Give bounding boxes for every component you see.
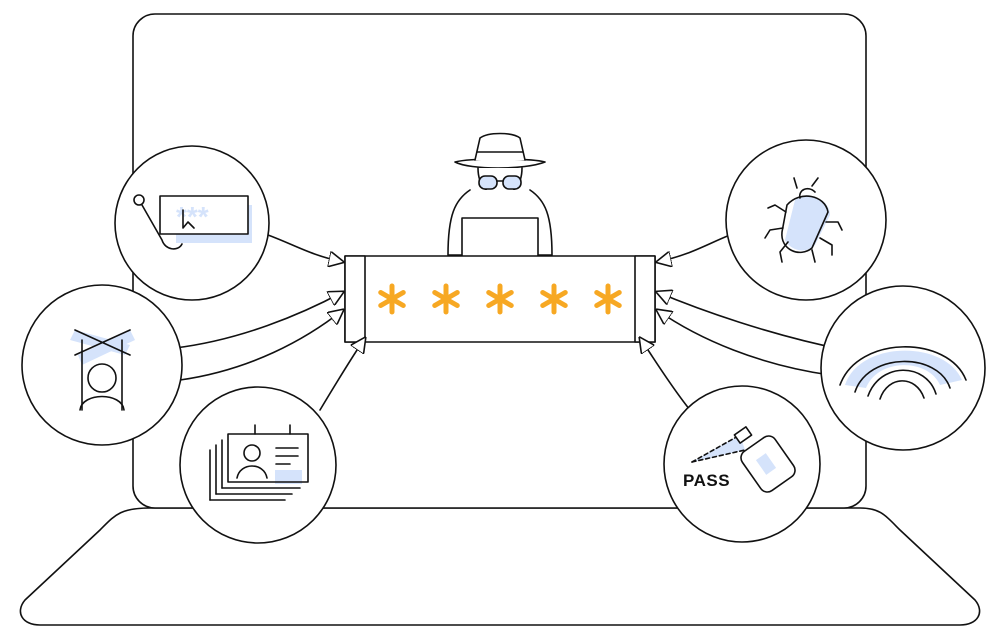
malware-bug-icon bbox=[764, 177, 843, 263]
password-asterisk bbox=[540, 283, 568, 315]
password-asterisk bbox=[486, 283, 514, 315]
password-spray-icon: PASS bbox=[683, 426, 796, 493]
blocked-user-icon bbox=[70, 329, 135, 411]
password-asterisk bbox=[432, 283, 460, 315]
password-asterisks bbox=[378, 283, 622, 315]
password-asterisk bbox=[378, 283, 406, 315]
phishing-hook-icon: *** bbox=[133, 194, 252, 250]
spray-label: PASS bbox=[683, 471, 730, 490]
wifi-signal-icon bbox=[839, 346, 967, 400]
password-field[interactable] bbox=[344, 255, 656, 343]
wifi-bubble bbox=[820, 285, 986, 451]
spray-bubble: PASS bbox=[663, 385, 821, 543]
identity-bubble bbox=[179, 386, 337, 544]
password-asterisk bbox=[594, 283, 622, 315]
phishing-bubble: *** bbox=[114, 145, 270, 301]
laptop-base bbox=[19, 507, 981, 626]
identity-cards-icon bbox=[209, 424, 309, 501]
blocked-user-bubble bbox=[21, 284, 183, 446]
connector-arrows bbox=[174, 234, 846, 411]
malware-bubble bbox=[725, 139, 887, 301]
hacker-icon bbox=[447, 132, 553, 259]
